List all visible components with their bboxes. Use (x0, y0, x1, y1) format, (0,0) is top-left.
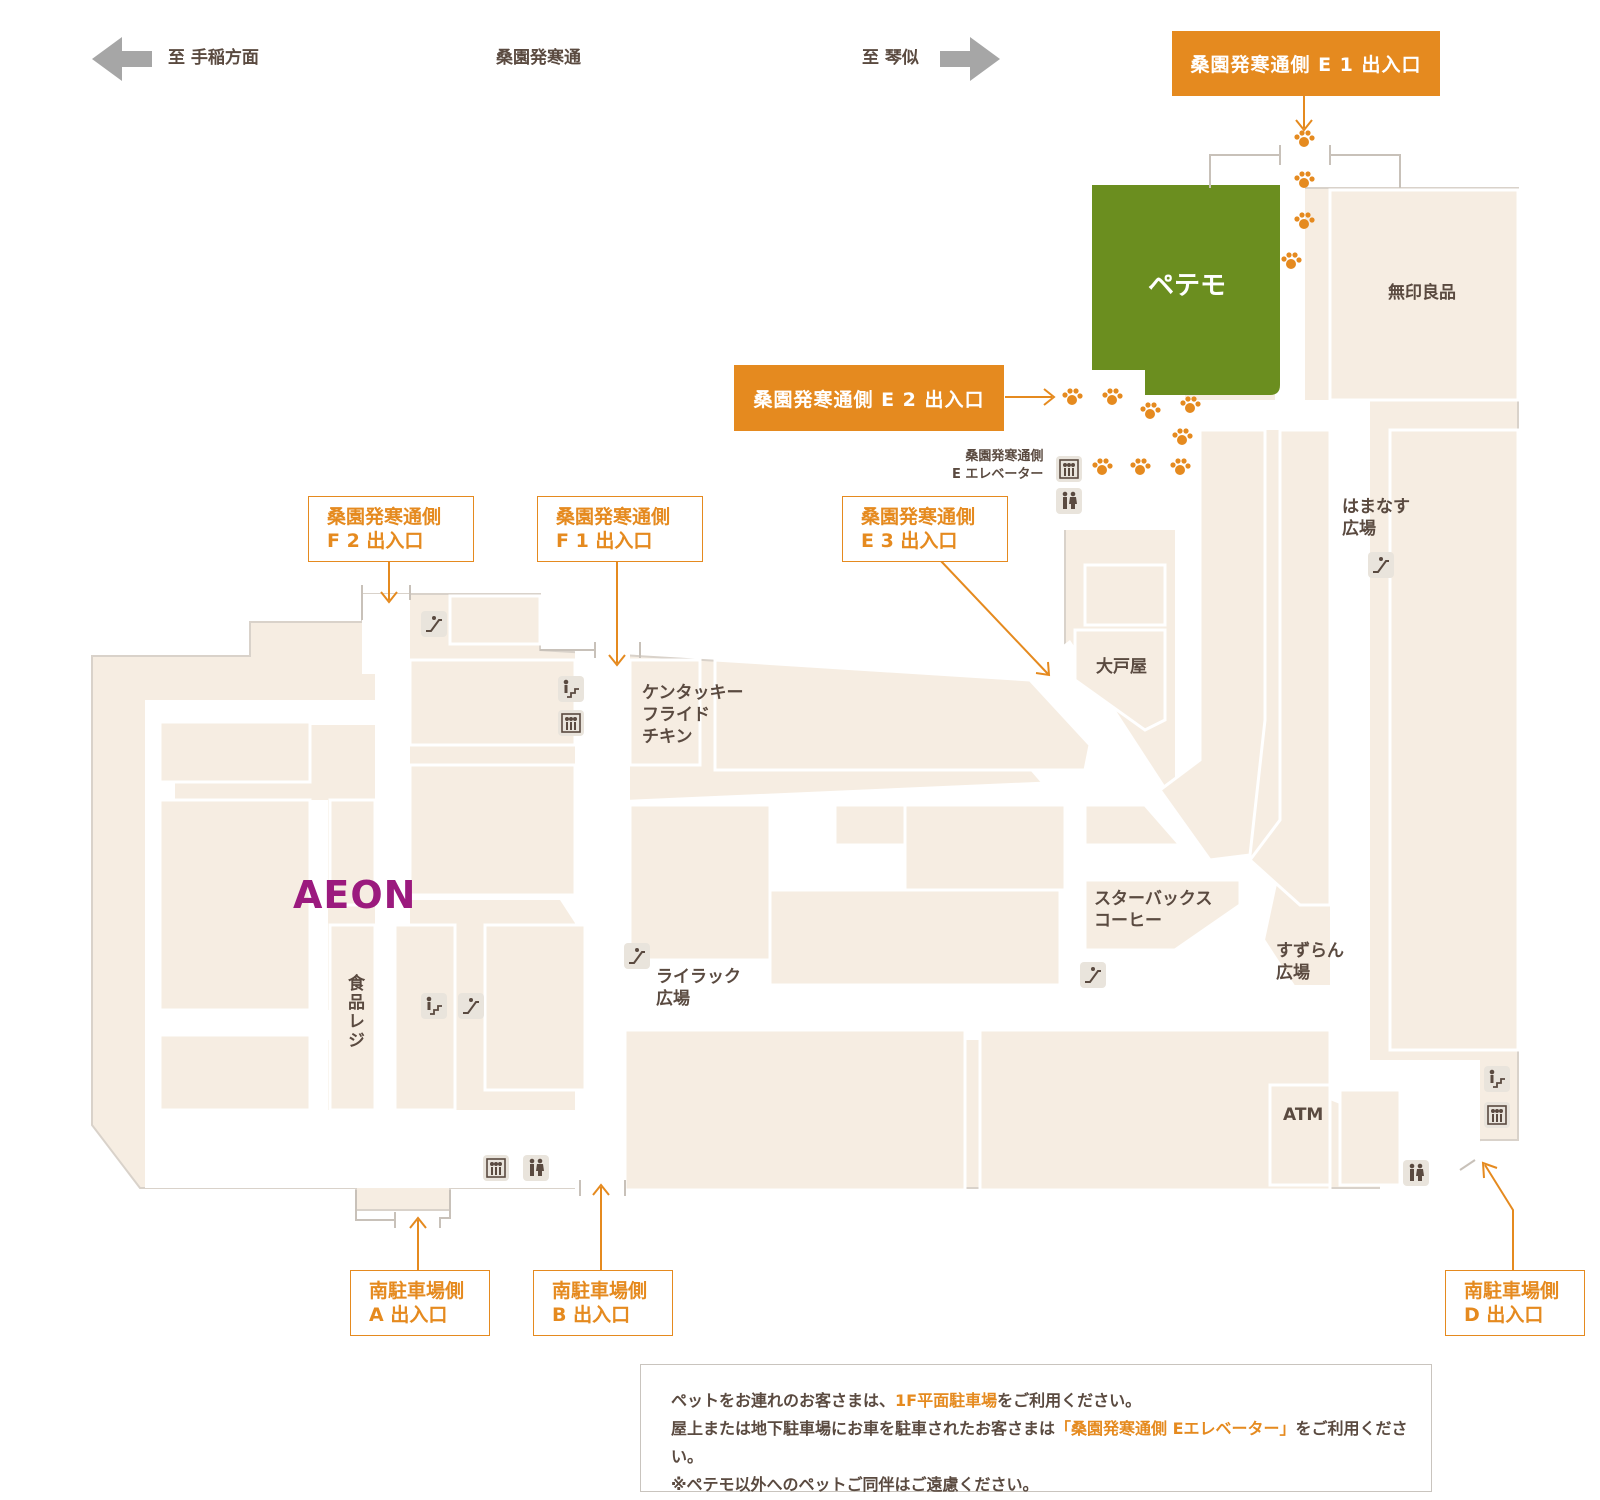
direction-left-label: 至 手稲方面 (168, 48, 259, 68)
store-kfc-line1: ケンタッキー (642, 683, 744, 703)
e-elevator-label: 桑園発寒通側 E エレベーター (952, 448, 1043, 484)
stairs-icon[interactable] (558, 676, 584, 702)
arrow-right-icon (940, 37, 1000, 81)
entrance-f1-line1: 桑園発寒通側 (556, 506, 671, 528)
plaza-hamanasu-line1: はまなす (1342, 497, 1410, 517)
food-register-label: 食品レジ (344, 974, 364, 1050)
street-name-label: 桑園発寒通 (496, 48, 581, 68)
entrance-a-line2: A 出入口 (369, 1304, 448, 1326)
entrance-f1-line2: F 1 出入口 (556, 530, 653, 552)
restroom-icon[interactable] (1403, 1160, 1429, 1186)
e-elevator-line1: 桑園発寒通側 (965, 449, 1044, 464)
plaza-lilac-line1: ライラック (656, 967, 741, 987)
entrance-d-label[interactable]: 南駐車場側 D 出入口 (1445, 1270, 1585, 1336)
store-aeon-logo[interactable]: AEON (293, 873, 417, 917)
entrance-d-line1: 南駐車場側 (1464, 1280, 1560, 1302)
store-kfc-line3: チキン (642, 727, 693, 747)
entrance-a-line1: 南駐車場側 (369, 1280, 465, 1302)
elevator-icon[interactable] (1484, 1102, 1510, 1128)
e-elevator-line2: E エレベーター (952, 467, 1044, 482)
entrance-b-label[interactable]: 南駐車場側 B 出入口 (533, 1270, 673, 1336)
escalator-icon[interactable] (1080, 962, 1106, 988)
petemo-store-block (1092, 185, 1280, 395)
entrance-e1-label[interactable]: 桑園発寒通側 E 1 出入口 (1172, 31, 1440, 96)
store-atm-label[interactable]: ATM (1283, 1105, 1324, 1125)
entrance-f2-line1: 桑園発寒通側 (327, 506, 442, 528)
elevator-icon[interactable] (558, 710, 584, 736)
notice-line2: 屋上または地下駐車場にお車を駐車されたお客さまは「桑園発寒通側 Eエレベーター」… (671, 1415, 1431, 1471)
plaza-suzuran-line1: すずらん (1276, 941, 1344, 961)
entrance-e2-label[interactable]: 桑園発寒通側 E 2 出入口 (734, 365, 1004, 431)
notice-line3: ※ペテモ以外へのペットご同伴はご遠慮ください。 (671, 1475, 1039, 1494)
store-kfc-label[interactable]: ケンタッキー フライド チキン (642, 682, 744, 748)
escalator-icon[interactable] (1368, 552, 1394, 578)
stairs-icon[interactable] (421, 993, 447, 1019)
store-starbucks-label[interactable]: スターバックス コーヒー (1094, 888, 1212, 932)
restroom-icon[interactable] (523, 1155, 549, 1181)
escalator-icon[interactable] (458, 993, 484, 1019)
elevator-icon[interactable] (1056, 456, 1082, 482)
store-muji-label[interactable]: 無印良品 (1388, 283, 1456, 303)
store-starbucks-line1: スターバックス (1094, 889, 1213, 909)
plaza-hamanasu-label: はまなす 広場 (1342, 496, 1410, 540)
notice-line1-post: をご利用ください。 (997, 1391, 1142, 1410)
notice-line2-pre: 屋上または地下駐車場にお車を駐車されたお客さまは (671, 1419, 1056, 1438)
plaza-suzuran-line2: 広場 (1276, 963, 1310, 983)
store-ootoya-label[interactable]: 大戸屋 (1096, 657, 1147, 677)
notice-line1-highlight: 1F平面駐車場 (895, 1391, 998, 1410)
notice-line1-pre: ペットをお連れのお客さまは、 (671, 1391, 896, 1410)
store-blocks (158, 188, 1520, 1192)
paw-icon (1062, 130, 1315, 475)
escalator-icon[interactable] (421, 611, 447, 637)
escalator-icon[interactable] (624, 943, 650, 969)
restroom-icon[interactable] (1056, 488, 1082, 514)
plaza-hamanasu-line2: 広場 (1342, 519, 1376, 539)
store-starbucks-line2: コーヒー (1094, 911, 1162, 931)
entrance-f2-line2: F 2 出入口 (327, 530, 424, 552)
entrance-a-label[interactable]: 南駐車場側 A 出入口 (350, 1270, 490, 1336)
entrance-b-line1: 南駐車場側 (552, 1280, 648, 1302)
notice-line2-highlight: 「桑園発寒通側 Eエレベーター」 (1055, 1419, 1296, 1438)
entrance-f1-label[interactable]: 桑園発寒通側 F 1 出入口 (537, 496, 703, 562)
elevator-icon[interactable] (483, 1155, 509, 1181)
entrance-arrows (380, 96, 1514, 1270)
store-kfc-line2: フライド (642, 705, 710, 725)
arrow-left-icon (92, 37, 152, 81)
entrance-e3-label[interactable]: 桑園発寒通側 E 3 出入口 (842, 496, 1008, 562)
entrance-e3-line1: 桑園発寒通側 (861, 506, 976, 528)
entrance-e3-line2: E 3 出入口 (861, 530, 958, 552)
plaza-suzuran-label: すずらん 広場 (1276, 940, 1344, 984)
entrance-f2-label[interactable]: 桑園発寒通側 F 2 出入口 (308, 496, 474, 562)
pet-notice-box: ペットをお連れのお客さまは、1F平面駐車場をご利用ください。 屋上または地下駐車… (640, 1364, 1432, 1494)
store-petemo-label[interactable]: ペテモ (1148, 271, 1227, 301)
stairs-icon[interactable] (1484, 1066, 1510, 1092)
door-markers (355, 145, 1476, 1228)
entrance-d-line2: D 出入口 (1464, 1304, 1544, 1326)
notice-line1: ペットをお連れのお客さまは、1F平面駐車場をご利用ください。 (671, 1387, 1431, 1415)
plaza-lilac-line2: 広場 (656, 989, 690, 1009)
direction-right-label: 至 琴似 (862, 48, 919, 68)
plaza-lilac-label: ライラック 広場 (656, 966, 741, 1010)
notice-line2-post: をご利用ください。 (671, 1419, 1408, 1466)
entrance-b-line2: B 出入口 (552, 1304, 631, 1326)
